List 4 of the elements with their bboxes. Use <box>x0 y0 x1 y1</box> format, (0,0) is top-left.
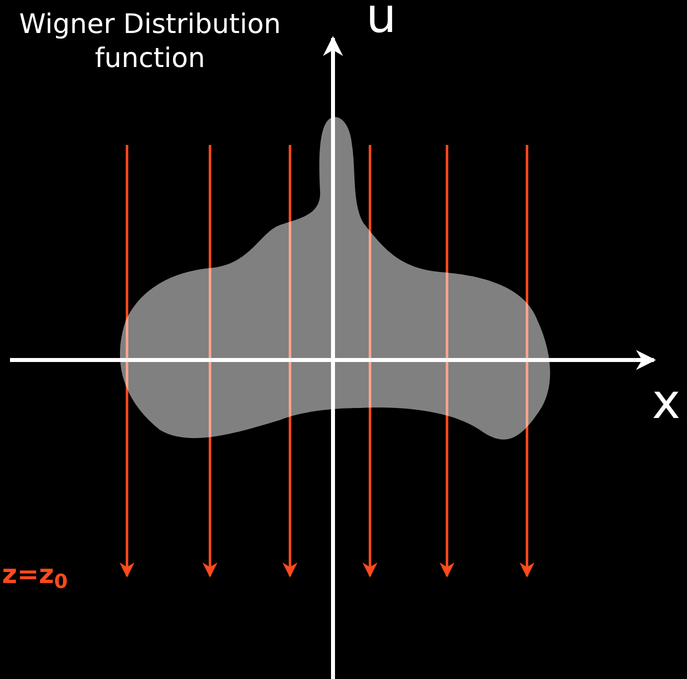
axis-label: x <box>652 378 680 426</box>
axis-label: u <box>366 0 396 40</box>
axis-label: z=z$_{0}$ <box>2 562 68 588</box>
title: Wigner Distribution function <box>18 8 282 76</box>
